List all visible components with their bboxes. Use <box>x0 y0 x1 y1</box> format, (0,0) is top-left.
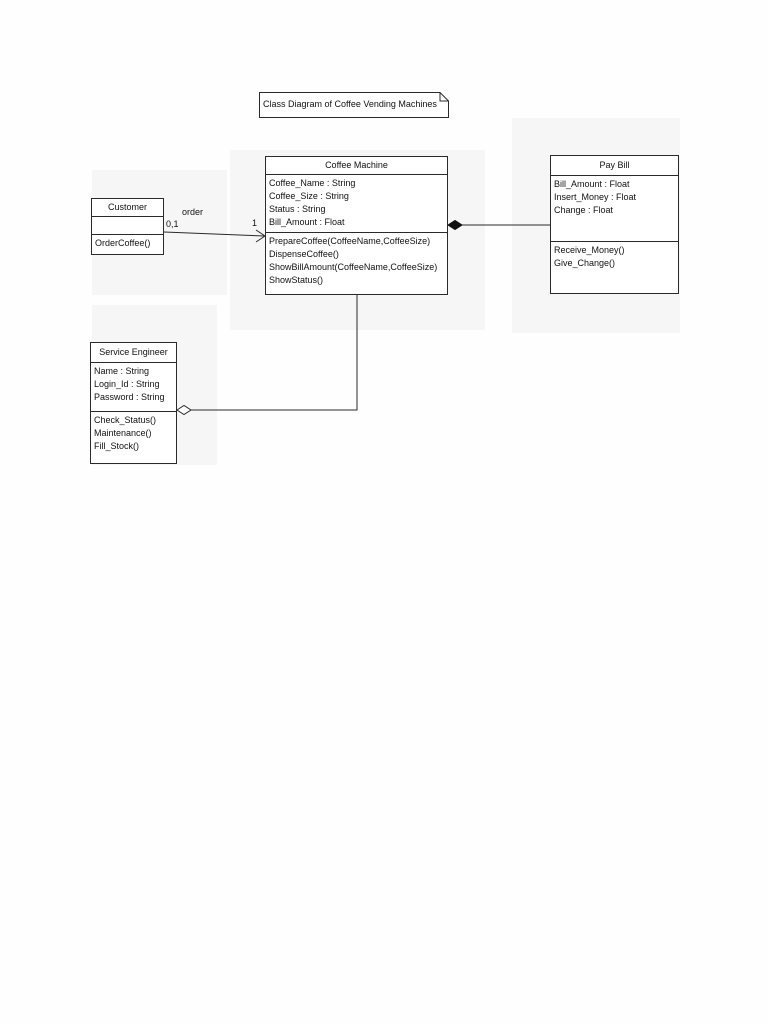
operation: Receive_Money() <box>554 245 625 255</box>
operation: Maintenance() <box>94 428 152 438</box>
class-service-engineer-operations: Check_Status() Maintenance() Fill_Stock(… <box>91 411 176 455</box>
class-customer-name: Customer <box>92 199 163 217</box>
class-pay-bill-attributes: Bill_Amount : Float Insert_Money : Float… <box>551 176 678 241</box>
attribute: Change : Float <box>554 205 614 215</box>
attribute: Coffee_Size : String <box>269 191 349 201</box>
composition-diamond <box>447 219 463 231</box>
class-service-engineer-name: Service Engineer <box>91 343 176 363</box>
diagram-title: Class Diagram of Coffee Vending Machines <box>263 99 437 109</box>
class-customer-attributes <box>92 217 163 234</box>
attribute: Coffee_Name : String <box>269 178 356 188</box>
class-coffee-machine-operations: PrepareCoffee(CoffeeName,CoffeeSize) Dis… <box>266 232 447 289</box>
aggregation-line <box>191 295 358 411</box>
attribute: Status : String <box>269 204 326 214</box>
class-customer-operations: OrderCoffee() <box>92 234 163 252</box>
operation: ShowBillAmount(CoffeeName,CoffeeSize) <box>269 262 438 272</box>
attribute: Bill_Amount : Float <box>554 179 630 189</box>
operation: DispenseCoffee() <box>269 249 339 259</box>
order-association-line <box>163 231 266 237</box>
class-customer[interactable]: Customer OrderCoffee() <box>91 198 164 255</box>
class-coffee-machine[interactable]: Coffee Machine Coffee_Name : String Coff… <box>265 156 448 295</box>
class-coffee-machine-attributes: Coffee_Name : String Coffee_Size : Strin… <box>266 175 447 232</box>
operation: Give_Change() <box>554 258 616 268</box>
order-association-label: order <box>182 207 204 217</box>
class-pay-bill-name: Pay Bill <box>551 156 678 176</box>
operation: ShowStatus() <box>269 275 324 285</box>
diagram-title-note: Class Diagram of Coffee Vending Machines <box>259 92 449 118</box>
aggregation-diamond <box>176 404 192 416</box>
class-coffee-machine-name: Coffee Machine <box>266 157 447 175</box>
class-pay-bill[interactable]: Pay Bill Bill_Amount : Float Insert_Mone… <box>550 155 679 294</box>
attribute: Password : String <box>94 392 165 402</box>
class-service-engineer[interactable]: Service Engineer Name : String Login_Id … <box>90 342 177 464</box>
class-service-engineer-attributes: Name : String Login_Id : String Password… <box>91 363 176 411</box>
note-shape <box>259 92 449 118</box>
operation: PrepareCoffee(CoffeeName,CoffeeSize) <box>269 236 431 246</box>
operation: Fill_Stock() <box>94 441 140 451</box>
attribute: Bill_Amount : Float <box>269 217 345 227</box>
operation: Check_Status() <box>94 415 157 425</box>
operation: OrderCoffee() <box>95 238 151 248</box>
attribute: Insert_Money : Float <box>554 192 637 202</box>
attribute: Login_Id : String <box>94 379 160 389</box>
attribute: Name : String <box>94 366 150 376</box>
class-pay-bill-operations: Receive_Money() Give_Change() <box>551 241 678 272</box>
order-source-multiplicity: 0,1 <box>166 219 179 229</box>
order-target-multiplicity: 1 <box>252 218 258 228</box>
